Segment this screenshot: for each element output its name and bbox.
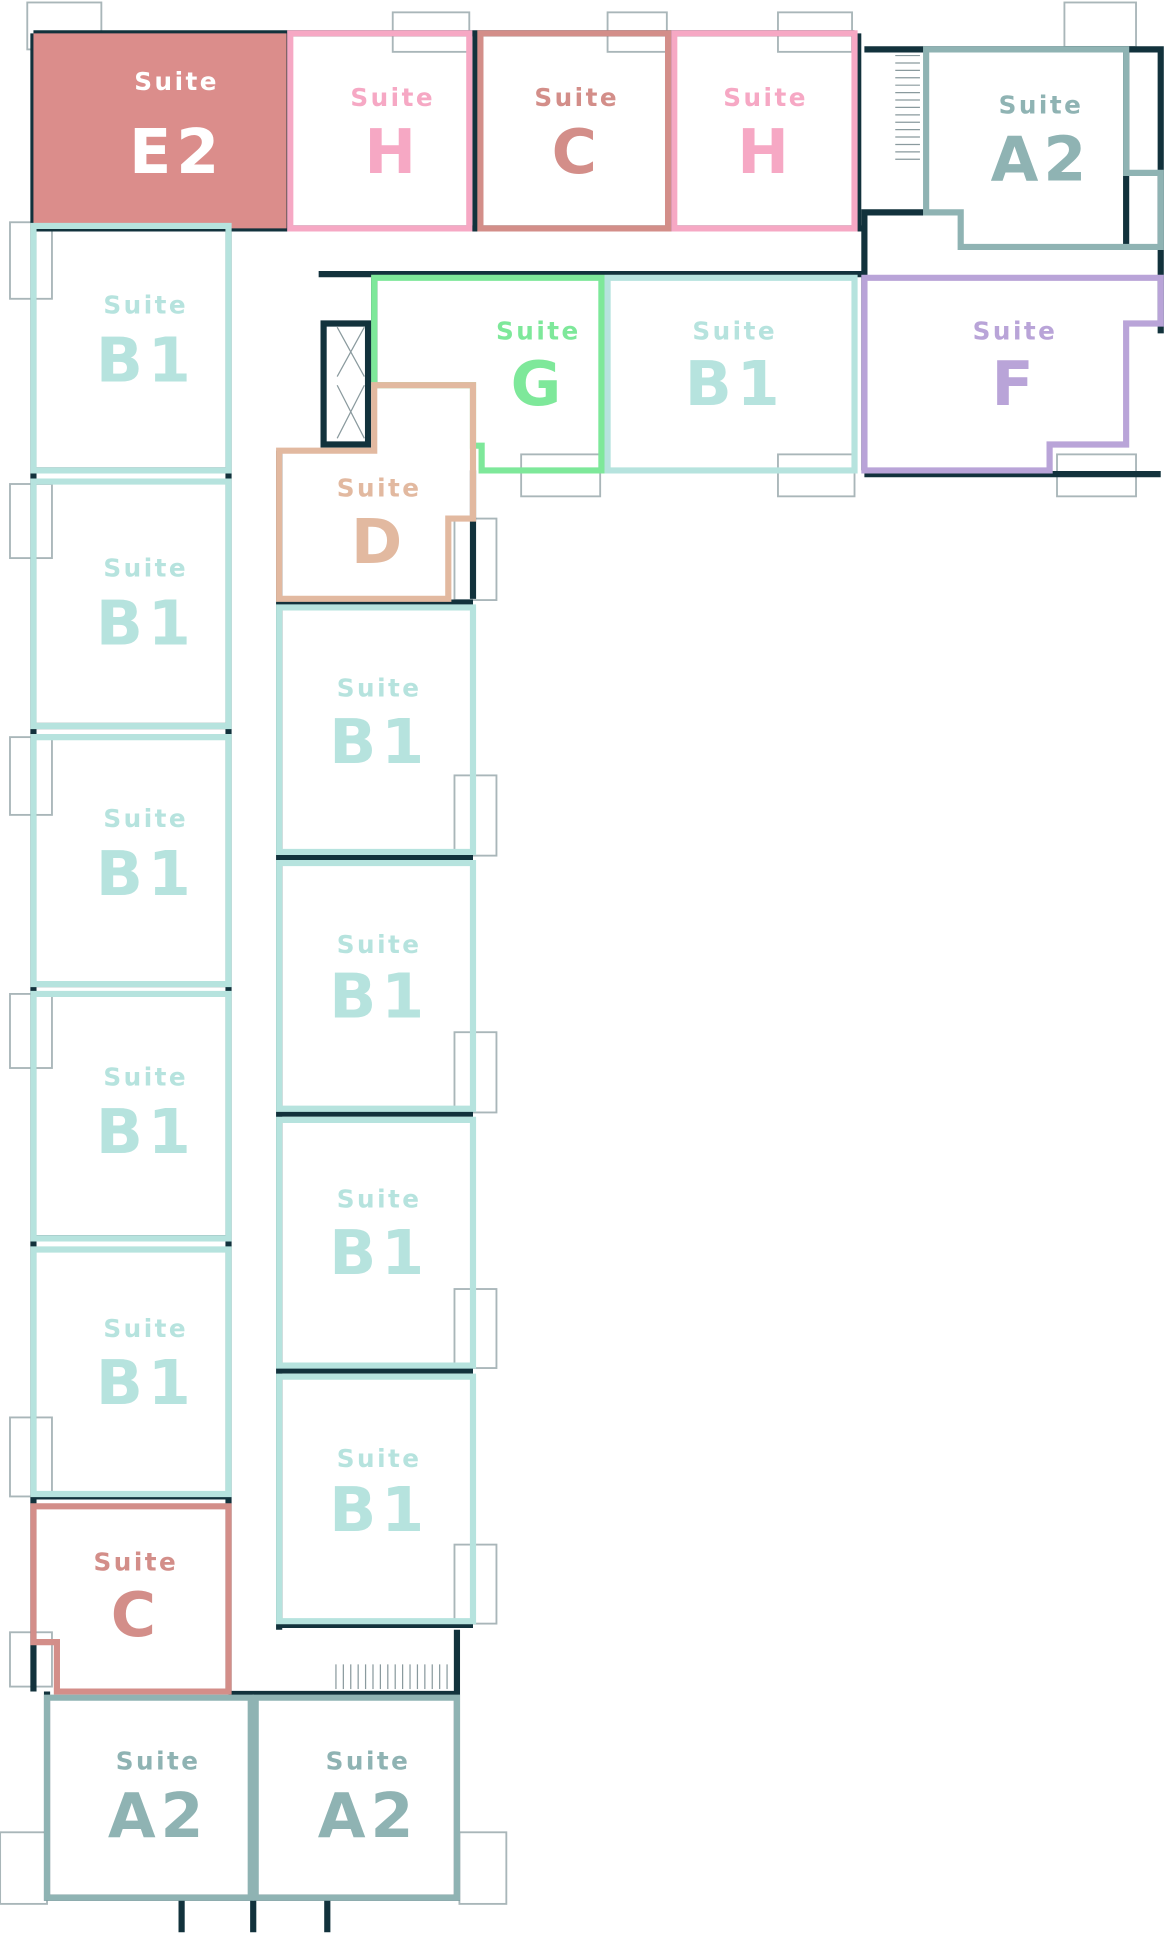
wall xyxy=(320,320,372,448)
suite-label: Suite xyxy=(103,1314,188,1343)
balcony xyxy=(458,1831,508,1905)
suite-name: A2 xyxy=(108,1780,209,1852)
suite-name: H xyxy=(364,116,421,188)
suite-label: Suite xyxy=(534,83,619,112)
suite-name: F xyxy=(991,348,1038,420)
suite-outline xyxy=(276,382,477,602)
balconies xyxy=(0,1,1137,1905)
suite-name: B1 xyxy=(96,838,196,910)
stairs xyxy=(335,54,920,1690)
suite-outline xyxy=(371,274,605,474)
suite-label: Suite xyxy=(94,1548,179,1577)
suite-outline xyxy=(861,274,1164,474)
suite-label: Suite xyxy=(103,804,188,833)
suite-name: C xyxy=(552,116,602,188)
suites: SuiteE2SuiteHSuiteCSuiteHSuiteA2SuiteB1S… xyxy=(30,30,1164,1901)
suite-outline xyxy=(43,1694,254,1901)
suite-label: Suite xyxy=(337,473,422,502)
suite-label: Suite xyxy=(692,317,777,346)
balcony xyxy=(1063,1,1137,48)
suite-label: Suite xyxy=(134,67,219,96)
balcony xyxy=(520,453,602,498)
suite-name: A2 xyxy=(318,1780,419,1852)
suite-outline xyxy=(252,1694,461,1901)
wall xyxy=(279,599,473,1628)
suite-label: Suite xyxy=(496,317,581,346)
elevator-icon xyxy=(336,326,365,439)
suite-outline xyxy=(276,859,477,1112)
suite-outline xyxy=(923,46,1164,251)
suite-label: Suite xyxy=(337,1444,422,1473)
suite-outline xyxy=(30,734,232,988)
suite-name: D xyxy=(351,506,407,578)
suite-label: Suite xyxy=(337,673,422,702)
suite-label: Suite xyxy=(103,291,188,320)
suite-label: Suite xyxy=(350,83,435,112)
suite-outline xyxy=(287,30,473,232)
suite-label: Suite xyxy=(723,83,808,112)
suite-name: B1 xyxy=(96,325,196,397)
suite-name: B1 xyxy=(329,960,429,1032)
suite-outline xyxy=(30,478,232,730)
suite-label: Suite xyxy=(337,1185,422,1214)
suite-label: Suite xyxy=(116,1746,201,1775)
balcony xyxy=(777,453,856,498)
suite-name: E2 xyxy=(129,116,224,188)
suite-outline xyxy=(276,1116,477,1369)
suite-label: Suite xyxy=(973,317,1058,346)
suite-name: B1 xyxy=(685,348,785,420)
suite-name: C xyxy=(111,1579,161,1651)
wall xyxy=(33,225,283,1692)
suite-name: H xyxy=(737,116,794,188)
suite-outline xyxy=(30,1246,232,1498)
suite-label: Suite xyxy=(999,91,1084,120)
balcony xyxy=(0,1831,48,1905)
suite-name: B1 xyxy=(96,1347,196,1419)
suite-name: B1 xyxy=(329,1217,429,1289)
suite-label: Suite xyxy=(103,554,188,583)
suite-outline xyxy=(30,222,232,474)
suite-name: B1 xyxy=(96,1096,196,1168)
suite-label: Suite xyxy=(326,1746,411,1775)
suite-name: B1 xyxy=(96,588,196,660)
suite-outline xyxy=(33,33,287,229)
suite-outline xyxy=(477,30,672,232)
suite-outline xyxy=(604,274,858,474)
suite-name: B1 xyxy=(329,1474,429,1546)
suite-outline xyxy=(30,1503,232,1695)
suite-outline xyxy=(276,604,477,856)
wall xyxy=(318,209,927,599)
suite-name: B1 xyxy=(329,706,429,778)
suite-label: Suite xyxy=(103,1062,188,1091)
suite-name: A2 xyxy=(991,123,1092,195)
suite-name: G xyxy=(511,348,567,420)
suite-outline xyxy=(276,1373,477,1625)
suite-label: Suite xyxy=(337,930,422,959)
suite-outline xyxy=(671,30,858,232)
suite-outline xyxy=(30,990,232,1242)
